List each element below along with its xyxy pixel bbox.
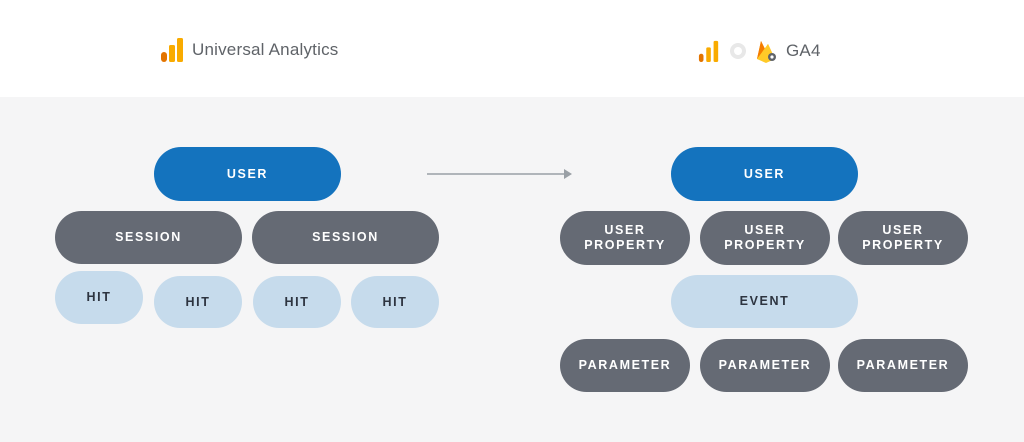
ga4-event-node: EVENT xyxy=(671,275,858,328)
ua-hit-node: HIT xyxy=(55,271,143,324)
ua-hit-node: HIT xyxy=(351,276,439,328)
ga4-user-property-node: USER PROPERTY xyxy=(838,211,968,265)
firebase-icon xyxy=(757,41,776,63)
header: Universal Analytics GA4 xyxy=(0,0,1024,97)
ua-hit-node: HIT xyxy=(154,276,242,328)
ga4-user-property-node: USER PROPERTY xyxy=(560,211,690,265)
ua-session-node: SESSION xyxy=(55,211,242,264)
universal-analytics-label: Universal Analytics xyxy=(192,40,339,59)
ua-user-node: USER xyxy=(154,147,341,201)
universal-analytics-brand: Universal Analytics xyxy=(160,38,338,62)
analytics-bars-icon xyxy=(698,40,719,62)
circle-icon xyxy=(730,43,746,59)
ga4-user-node: USER xyxy=(671,147,858,201)
ua-session-node: SESSION xyxy=(252,211,439,264)
ga4-brand: GA4 xyxy=(698,38,821,64)
ga4-parameter-node: PARAMETER xyxy=(700,339,830,392)
ga4-parameter-node: PARAMETER xyxy=(560,339,690,392)
ga4-label: GA4 xyxy=(786,41,821,60)
analytics-bars-icon xyxy=(161,38,183,62)
ga4-parameter-node: PARAMETER xyxy=(838,339,968,392)
transition-arrow xyxy=(427,169,572,179)
ua-hit-node: HIT xyxy=(253,276,341,328)
ga4-user-property-node: USER PROPERTY xyxy=(700,211,830,265)
